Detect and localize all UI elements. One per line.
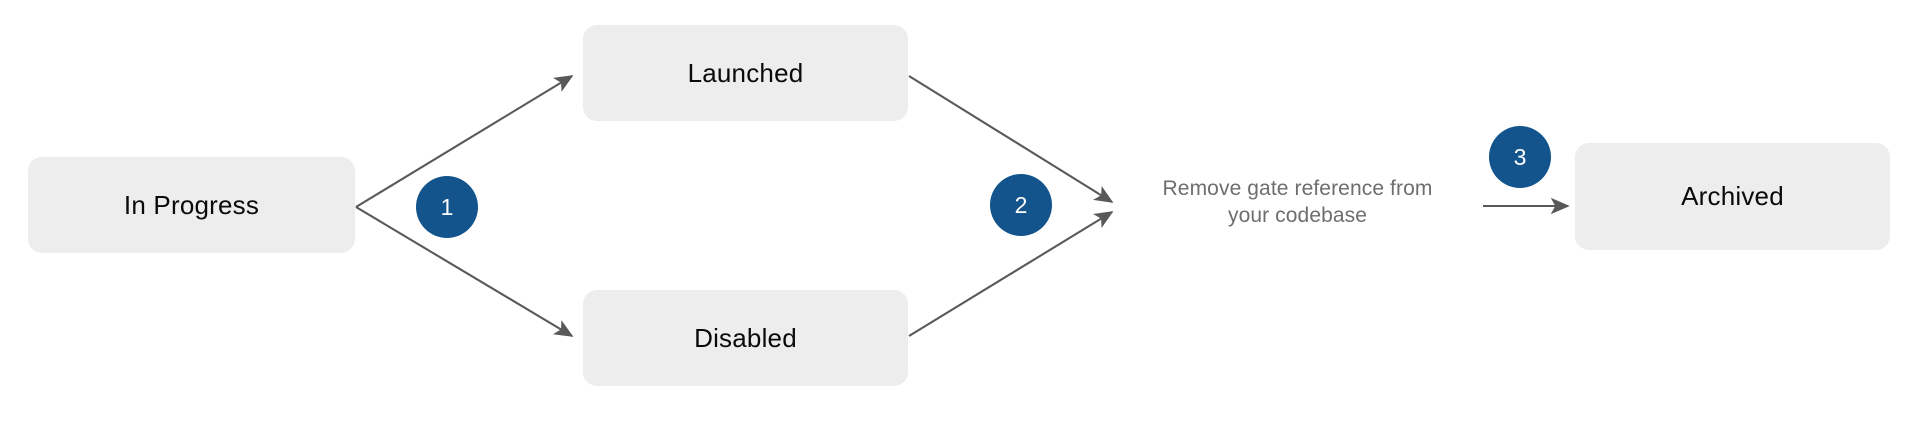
- edge-caption-line-2: your codebase: [1227, 203, 1368, 227]
- step-badge-3[interactable]: 3: [1489, 126, 1551, 188]
- step-badge-1[interactable]: 1: [416, 176, 478, 238]
- node-disabled[interactable]: Disabled: [583, 290, 908, 386]
- step-badge-2-label: 2: [1014, 191, 1028, 218]
- node-archived-label: Archived: [1681, 181, 1784, 212]
- node-launched[interactable]: Launched: [583, 25, 908, 121]
- step-badge-1-label: 1: [440, 193, 454, 220]
- node-archived[interactable]: Archived: [1575, 143, 1890, 250]
- node-in-progress-label: In Progress: [123, 189, 260, 220]
- node-in-progress[interactable]: In Progress: [28, 157, 355, 253]
- edge-caption-line-1: Remove gate reference from: [1162, 177, 1433, 200]
- edge-caption: Remove gate reference from your codebase: [1140, 176, 1455, 230]
- step-badge-3-label: 3: [1513, 143, 1527, 170]
- node-disabled-label: Disabled: [694, 322, 797, 353]
- node-launched-label: Launched: [687, 57, 804, 88]
- step-badge-2[interactable]: 2: [990, 174, 1052, 236]
